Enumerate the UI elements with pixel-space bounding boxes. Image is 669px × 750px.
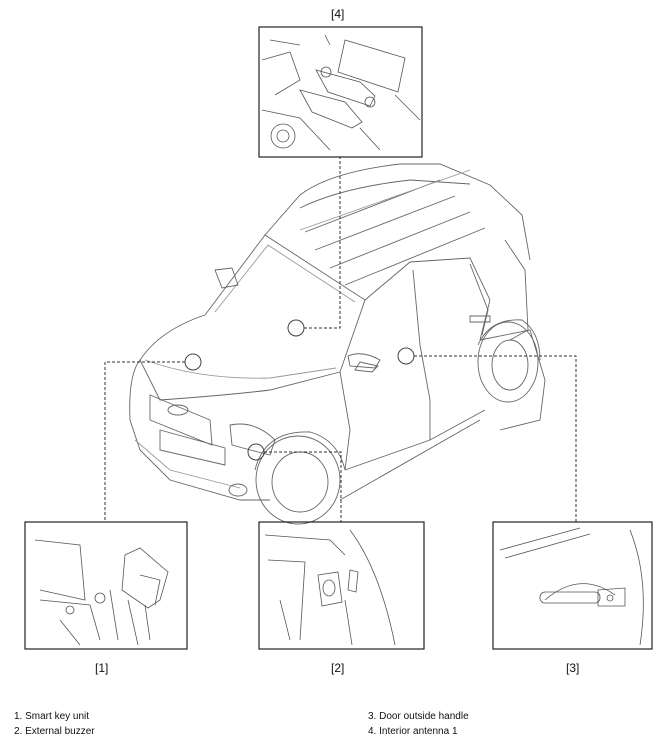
leader-line-4 <box>304 157 341 329</box>
vehicle-illustration <box>129 163 546 525</box>
legend-item-2: 2. External buzzer <box>14 726 95 737</box>
leader-line-3 <box>414 355 577 522</box>
detail-box-2 <box>258 521 425 650</box>
detail-box-1 <box>24 521 188 650</box>
callout-tag-1: [1] <box>95 661 109 675</box>
legend-item-3: 3. Door outside handle <box>368 711 469 722</box>
callout-circle-2 <box>247 443 265 461</box>
legend-item-1: 1. Smart key unit <box>14 711 90 722</box>
callout-tag-3: [3] <box>566 661 580 675</box>
callout-circle-3 <box>397 347 415 365</box>
legend-item-4: 4. Interior antenna 1 <box>368 726 458 737</box>
leader-line-1 <box>104 361 185 522</box>
callout-tag-2: [2] <box>331 661 345 675</box>
callout-circle-1 <box>184 353 202 371</box>
callout-tag-4: [4] <box>331 7 345 21</box>
detail-box-4 <box>258 26 423 158</box>
leader-lines <box>104 157 577 522</box>
callout-circle-4 <box>287 319 305 337</box>
detail-box-3 <box>492 521 653 650</box>
leader-line-2 <box>264 451 342 522</box>
